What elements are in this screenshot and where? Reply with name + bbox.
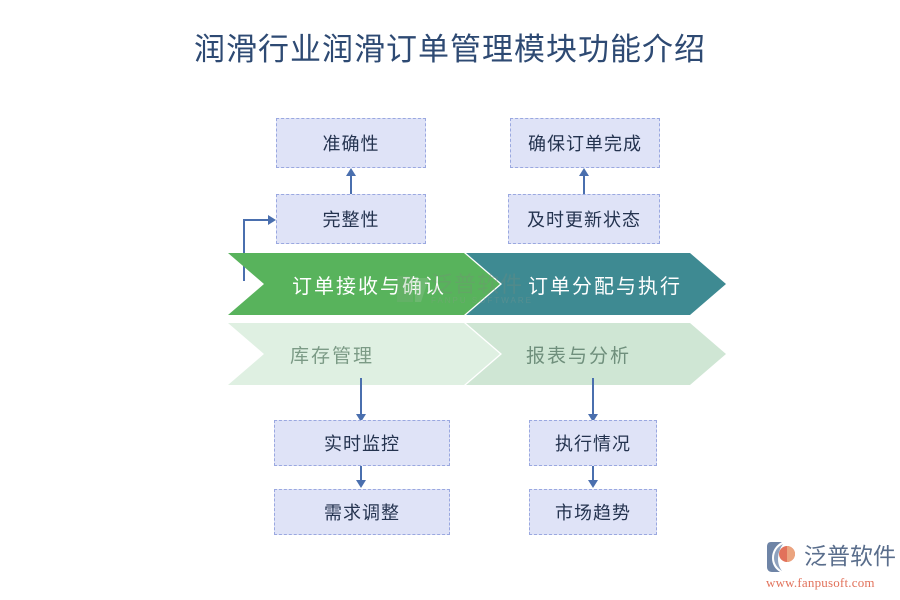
feature-box-accuracy-label: 准确性 [322,134,380,154]
stage-chevron-order-dispatch-label: 订单分配与执行 [528,275,682,298]
connector-stage1-to-completeness-arrow [268,215,276,225]
brand-name: 泛普软件 [804,544,896,569]
connector-updatestatus-to-ensure-line [583,176,585,194]
stage-chevron-report-analysis-label: 报表与分析 [526,345,632,367]
connector-stage1-to-completeness-vline [243,219,245,281]
feature-box-market-trend[interactable]: 市场趋势 [529,489,657,535]
feature-box-realtime-monitor[interactable]: 实时监控 [274,420,450,466]
feature-box-execution-status[interactable]: 执行情况 [529,420,657,466]
feature-box-completeness-label: 完整性 [322,210,380,230]
feature-box-demand-adjust[interactable]: 需求调整 [274,489,450,535]
stage-chevron-report-analysis[interactable]: 报表与分析 [466,323,726,385]
connector-stage1-to-completeness-hline [243,219,270,221]
feature-box-ensure-complete-label: 确保订单完成 [528,134,642,154]
brand-url: www.fanpusoft.com [766,575,875,590]
feature-box-completeness[interactable]: 完整性 [276,194,426,244]
feature-box-update-status[interactable]: 及时更新状态 [508,194,660,244]
connector-execution-to-trend-line [592,466,594,482]
connector-inventory-to-monitor-arrow [356,414,366,422]
connector-report-to-execution-arrow [588,414,598,422]
fanpu-brand-icon [766,541,800,573]
stage-chevron-order-receive-label: 订单接收与确认 [292,275,446,298]
connector-execution-to-trend-arrow [588,480,598,488]
feature-box-realtime-monitor-label: 实时监控 [324,434,400,454]
stage-chevron-order-receive[interactable]: 订单接收与确认 [228,253,500,315]
stage-chevron-inventory-label: 库存管理 [290,345,375,367]
connector-monitor-to-demand-arrow [356,480,366,488]
connector-completeness-to-accuracy-arrow [346,168,356,176]
connector-completeness-to-accuracy-line [350,176,352,194]
feature-box-accuracy[interactable]: 准确性 [276,118,426,168]
brand-logo: 泛普软件 www.fanpusoft.com [766,540,896,596]
stage-chevron-order-dispatch[interactable]: 订单分配与执行 [466,253,726,315]
feature-box-ensure-complete[interactable]: 确保订单完成 [510,118,660,168]
page-title: 润滑行业润滑订单管理模块功能介绍 [194,32,706,67]
connector-monitor-to-demand-line [360,466,362,482]
feature-box-update-status-label: 及时更新状态 [527,210,641,230]
feature-box-demand-adjust-label: 需求调整 [324,503,400,523]
connector-updatestatus-to-ensure-arrow [579,168,589,176]
connector-report-to-execution-line [592,378,594,416]
feature-box-market-trend-label: 市场趋势 [555,503,631,523]
feature-box-execution-status-label: 执行情况 [555,434,631,454]
connector-inventory-to-monitor-line [360,378,362,416]
stage-chevron-inventory[interactable]: 库存管理 [228,323,500,385]
